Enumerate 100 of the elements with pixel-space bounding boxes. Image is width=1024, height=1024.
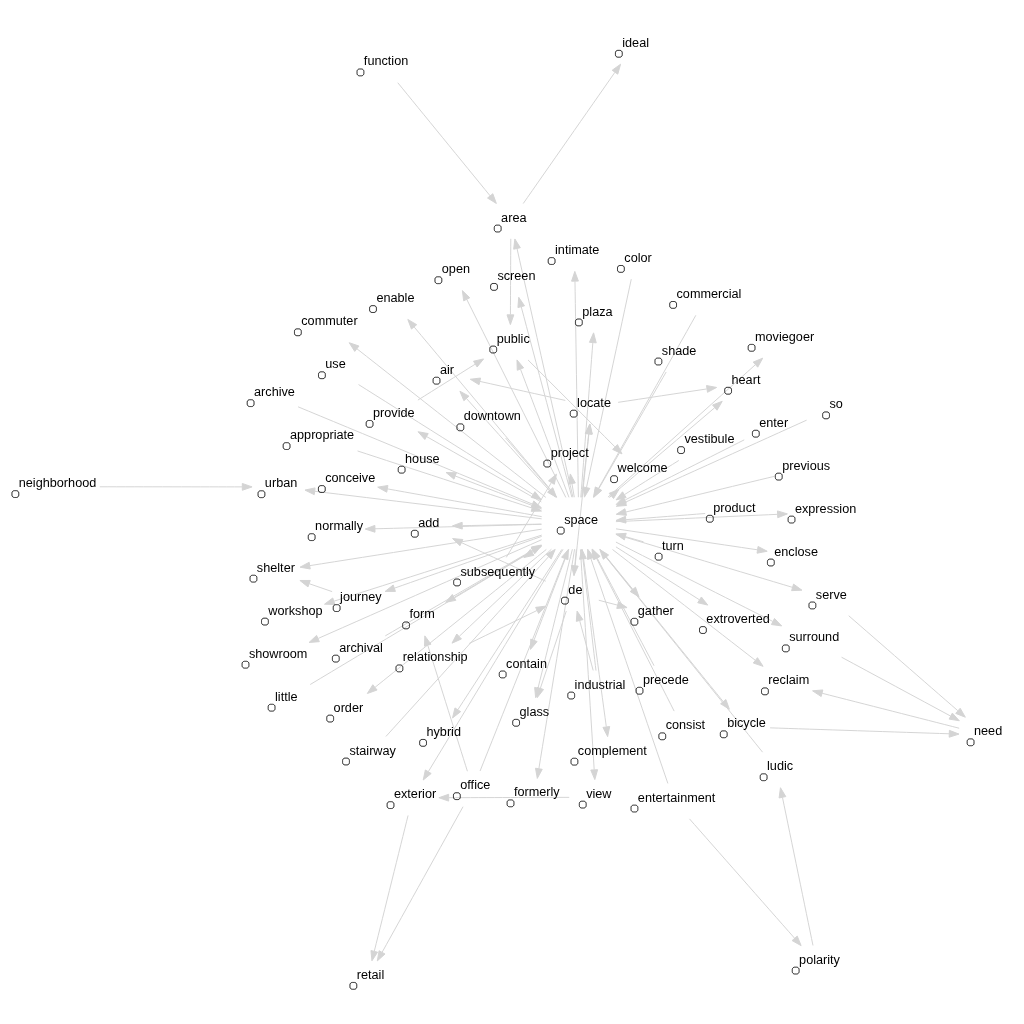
node-label: serve [815, 587, 847, 602]
node-label: screen [497, 268, 536, 283]
arrow [612, 548, 764, 667]
node-label: precede [642, 672, 689, 687]
node-label: locate [577, 395, 611, 410]
node-label: project [550, 445, 589, 460]
node-label: plaza [582, 304, 613, 318]
arrow [424, 634, 468, 772]
node-label: extroverted [706, 611, 770, 626]
arrow [617, 384, 718, 403]
arrow [505, 437, 558, 498]
arrow [438, 793, 570, 802]
node-label: enter [759, 415, 789, 430]
node-label: complement [577, 743, 647, 758]
node-label: color [624, 250, 652, 265]
arrow [397, 81, 497, 204]
node-label: moviegoer [755, 329, 815, 344]
arrow [469, 377, 566, 401]
arrow [580, 331, 597, 498]
node-label: surround [789, 629, 840, 644]
node-label: journey [340, 589, 382, 604]
node-label: enable [376, 290, 415, 305]
node-label: turn [662, 538, 684, 553]
arrow [99, 482, 253, 491]
node-label: little [275, 689, 298, 704]
node-label: reclaim [768, 672, 810, 687]
node-label: house [405, 451, 440, 466]
node-label: air [439, 362, 455, 377]
arrow [778, 786, 814, 946]
node-label: add [418, 515, 440, 530]
node-label: normally [315, 518, 363, 533]
arrow [527, 359, 623, 454]
arrow [599, 548, 764, 753]
node-label: commuter [301, 313, 358, 328]
node-label: vestibule [684, 431, 735, 446]
arrow [417, 357, 485, 401]
arrow [841, 656, 960, 721]
node-label: ludic [767, 758, 794, 773]
arrow [615, 509, 788, 522]
node-label: subsequently [460, 564, 536, 579]
node-label: welcome [617, 460, 668, 475]
node-label: formerly [513, 784, 560, 799]
arrow [348, 341, 547, 498]
arrow [598, 599, 628, 609]
arrow [451, 521, 542, 530]
node-label: glass [519, 704, 550, 719]
node-label: commercial [676, 286, 742, 301]
node-label: archive [254, 384, 295, 399]
arrow [615, 512, 706, 524]
arrow [615, 545, 709, 606]
arrow [615, 541, 783, 626]
arrow [370, 814, 409, 961]
arrow [376, 805, 464, 961]
node-label: open [441, 261, 470, 276]
node-label: shelter [256, 560, 295, 575]
arrow [506, 237, 515, 325]
node-label: gather [637, 603, 674, 618]
arrow [570, 548, 579, 576]
node-label: stairway [349, 743, 396, 758]
node-label: use [325, 356, 346, 371]
arrow [689, 817, 802, 946]
node-label: retail [356, 967, 385, 982]
node-label: urban [264, 475, 298, 490]
arrow [529, 548, 570, 650]
node-label: order [333, 700, 364, 715]
node-label: appropriate [290, 427, 355, 442]
node-label: provide [373, 405, 415, 420]
node-label: previous [782, 458, 831, 473]
node-label: de [568, 582, 583, 597]
arrow [358, 383, 542, 500]
node-label: view [586, 786, 612, 801]
node-label: contain [506, 656, 547, 671]
node-label: entertainment [637, 790, 716, 805]
arrow [461, 289, 567, 498]
node-label: consist [665, 717, 706, 732]
node-label: ideal [622, 35, 650, 50]
node-label: polarity [799, 952, 840, 967]
node-label: function [363, 53, 409, 68]
arrow [769, 726, 960, 738]
node-label: need [974, 723, 1003, 738]
node-label: so [829, 396, 843, 411]
node-label: area [501, 210, 527, 225]
arrow [513, 237, 574, 498]
node-label: hybrid [426, 724, 461, 739]
arrow [812, 688, 960, 729]
arrow [575, 610, 594, 671]
node-label: public [496, 331, 530, 346]
node-label: workshop [268, 603, 323, 618]
arrow [615, 459, 680, 500]
node-label: expression [794, 501, 857, 516]
arrow [571, 270, 579, 498]
node-label: heart [731, 372, 761, 387]
node-label: enclose [774, 544, 818, 559]
arrow [417, 430, 542, 502]
arrow [568, 472, 576, 498]
node-label: office [460, 777, 491, 792]
node-label: bicycle [727, 715, 766, 730]
node-label: intimate [555, 242, 600, 257]
node-label: neighborhood [18, 475, 97, 490]
node-label: showroom [248, 646, 308, 661]
